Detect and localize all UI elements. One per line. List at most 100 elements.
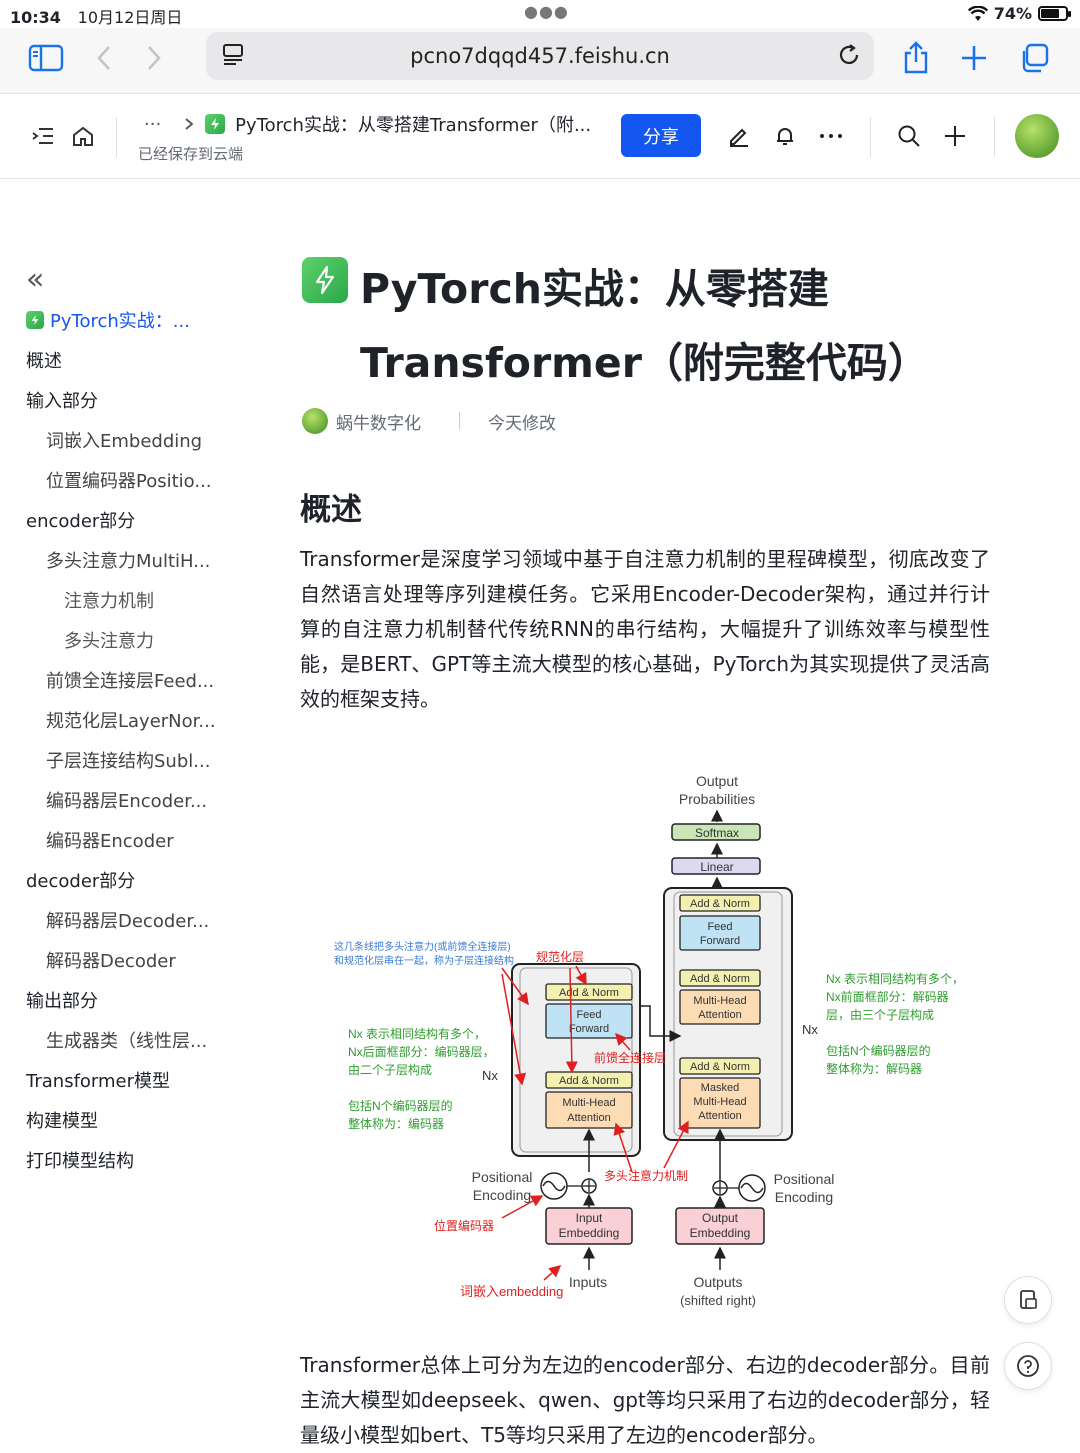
toc-item[interactable]: 解码器Decoder	[46, 947, 176, 973]
breadcrumb-title[interactable]: PyTorch实战：从零搭建Transformer（附...	[235, 115, 592, 136]
title-line-1: PyTorch实战：从零搭建	[360, 265, 829, 313]
back-icon[interactable]	[84, 38, 124, 78]
share-button[interactable]: 分享	[621, 114, 701, 157]
tabs-overview-icon[interactable]	[1014, 38, 1054, 78]
url-text: pcno7dqqd457.feishu.cn	[410, 44, 670, 68]
toc-item[interactable]: Transformer模型	[26, 1067, 170, 1093]
battery-icon	[1038, 6, 1071, 21]
bell-icon[interactable]	[768, 119, 802, 153]
toc-item-label: decoder部分	[26, 871, 136, 892]
outline-toggle-icon[interactable]	[26, 119, 60, 153]
encoder-addnorm-2-label: Add & Norm	[559, 987, 619, 999]
browser-toolbar: pcno7dqqd457.feishu.cn	[0, 28, 1080, 94]
more-icon[interactable]	[814, 119, 848, 153]
breadcrumb-more[interactable]: ···	[144, 113, 162, 135]
forward-icon[interactable]	[134, 38, 174, 78]
toc-item-label: 生成器类（线性层...	[46, 1031, 208, 1052]
encoder-addnorm-2	[545, 983, 633, 1001]
toc-item[interactable]: decoder部分	[26, 867, 135, 893]
toc-item-label: 前馈全连接层Feed...	[46, 671, 215, 692]
paragraph-structure: Transformer总体上可分为左边的encoder部分、右边的decoder…	[300, 1353, 990, 1447]
toc-item[interactable]: 词嵌入Embedding	[46, 427, 202, 453]
encoder-ff-label-2: Forward	[569, 1023, 609, 1035]
page-title[interactable]: PyTorch实战：从零搭建 Transformer（附完整代码）	[360, 252, 1000, 400]
decoder-mmha-label-2: Multi-Head	[693, 1096, 746, 1108]
encoder-inner	[519, 967, 633, 1153]
toc-item[interactable]: 多头注意力	[64, 627, 154, 653]
wifi-icon	[967, 5, 988, 21]
toc-item[interactable]: 打印模型结构	[26, 1147, 134, 1173]
toc-item-label: 编码器层Encoder...	[46, 791, 208, 812]
annotation-encoder-nx-1: Nx 表示相同结构有多个，	[348, 1026, 486, 1041]
battery-percent: 74%	[993, 4, 1032, 23]
doc-emoji-icon[interactable]	[302, 257, 348, 303]
add-icon[interactable]	[938, 119, 972, 153]
author-avatar[interactable]	[302, 408, 328, 434]
decoder-inner	[673, 891, 783, 1137]
toc-item[interactable]: 注意力机制	[64, 587, 154, 613]
encoder-ff-label-1: Feed	[576, 1009, 601, 1021]
toc-item[interactable]: 构建模型	[26, 1107, 98, 1133]
output-embedding-label-2: Embedding	[690, 1226, 751, 1240]
search-icon[interactable]	[892, 119, 926, 153]
toc-item[interactable]: PyTorch实战：...	[26, 307, 190, 333]
floating-doc-button[interactable]	[1004, 1276, 1052, 1324]
help-button[interactable]	[1004, 1342, 1052, 1390]
user-avatar[interactable]	[1015, 114, 1059, 158]
output-embedding-box	[675, 1207, 765, 1245]
toc-item[interactable]: 规范化层LayerNor...	[46, 707, 216, 733]
annotation-encoder-1: 包括N个编码器层的	[348, 1098, 453, 1113]
annotation-emb: 词嵌入embedding	[460, 1284, 563, 1299]
inputs-label: Inputs	[569, 1274, 607, 1290]
toc-item[interactable]: 解码器层Decoder...	[46, 907, 209, 933]
toc-item-label: 多头注意力	[64, 631, 154, 652]
toc-item[interactable]: 子层连接结构Subl...	[46, 747, 210, 773]
encoder-addnorm-1	[545, 1071, 633, 1089]
decoder-nx-label: Nx	[802, 1022, 818, 1037]
annotation-decoder-nx-3: 层，由三个子层构成	[826, 1007, 934, 1022]
toc-item-label: 位置编码器Positio...	[46, 471, 212, 492]
toc-item[interactable]: encoder部分	[26, 507, 135, 533]
toc-item-label: 输入部分	[26, 391, 98, 412]
author-name[interactable]: 蜗牛数字化	[336, 413, 421, 434]
breadcrumb[interactable]: ··· PyTorch实战：从零搭建Transformer（附...	[144, 111, 591, 137]
decoder-masked-mha	[679, 1077, 761, 1129]
encoder-mha-label-1: Multi-Head	[562, 1097, 615, 1109]
sidebar-toggle-icon[interactable]	[26, 38, 66, 78]
output-probabilities-label: Output	[696, 773, 738, 789]
decoder-addnorm-2-label: Add & Norm	[690, 973, 750, 985]
output-probabilities-label-2: Probabilities	[679, 791, 755, 807]
decoder-ff-label-1: Feed	[707, 921, 732, 933]
toc-item[interactable]: 输出部分	[26, 987, 98, 1013]
encoder-mha-label-2: Attention	[567, 1112, 610, 1124]
edit-icon[interactable]	[722, 119, 756, 153]
decoder-pe-label-1: Positional	[774, 1171, 835, 1187]
status-time: 10:34 10月12日周日	[10, 8, 183, 27]
toc-item[interactable]: 前馈全连接层Feed...	[46, 667, 214, 693]
toc-item[interactable]: 生成器类（线性层...	[46, 1027, 207, 1053]
new-tab-icon[interactable]	[954, 38, 994, 78]
toc-item[interactable]: 编码器Encoder	[46, 827, 174, 853]
input-embedding-box	[545, 1207, 633, 1245]
toc-item[interactable]: 编码器层Encoder...	[46, 787, 207, 813]
annotation-encoder-nx-2: Nx后面框部分：编码器层，	[348, 1044, 495, 1059]
home-icon[interactable]	[66, 119, 100, 153]
annotation-encoder-nx-3: 由二个子层构成	[348, 1062, 432, 1077]
annotation-decoder-1: 包括N个编码器层的	[826, 1043, 931, 1058]
toc-item[interactable]: 多头注意力MultiH...	[46, 547, 210, 573]
share-icon[interactable]	[896, 38, 936, 78]
collapse-outline-icon[interactable]: «	[26, 262, 45, 297]
decoder-ff-label-2: Forward	[700, 935, 740, 947]
annotation-decoder-nx-1: Nx 表示相同结构有多个，	[826, 971, 964, 986]
address-bar[interactable]: pcno7dqqd457.feishu.cn	[206, 32, 874, 80]
toc-item-label: 输出部分	[26, 991, 98, 1012]
decoder-addnorm-1	[679, 1057, 761, 1075]
toc-item[interactable]: 输入部分	[26, 387, 98, 413]
toc-item[interactable]: 概述	[26, 347, 62, 373]
annotation-sublayer-1: 这几条线把多头注意力(或前馈全连接层)	[334, 940, 511, 953]
reload-icon[interactable]	[836, 42, 862, 72]
toc-item[interactable]: 位置编码器Positio...	[46, 467, 212, 493]
page-menu-icon[interactable]	[220, 42, 246, 72]
multitask-dots-icon[interactable]: ●●●	[524, 2, 569, 21]
status-bar: 10:34 10月12日周日 ●●● 74%	[0, 0, 1080, 28]
